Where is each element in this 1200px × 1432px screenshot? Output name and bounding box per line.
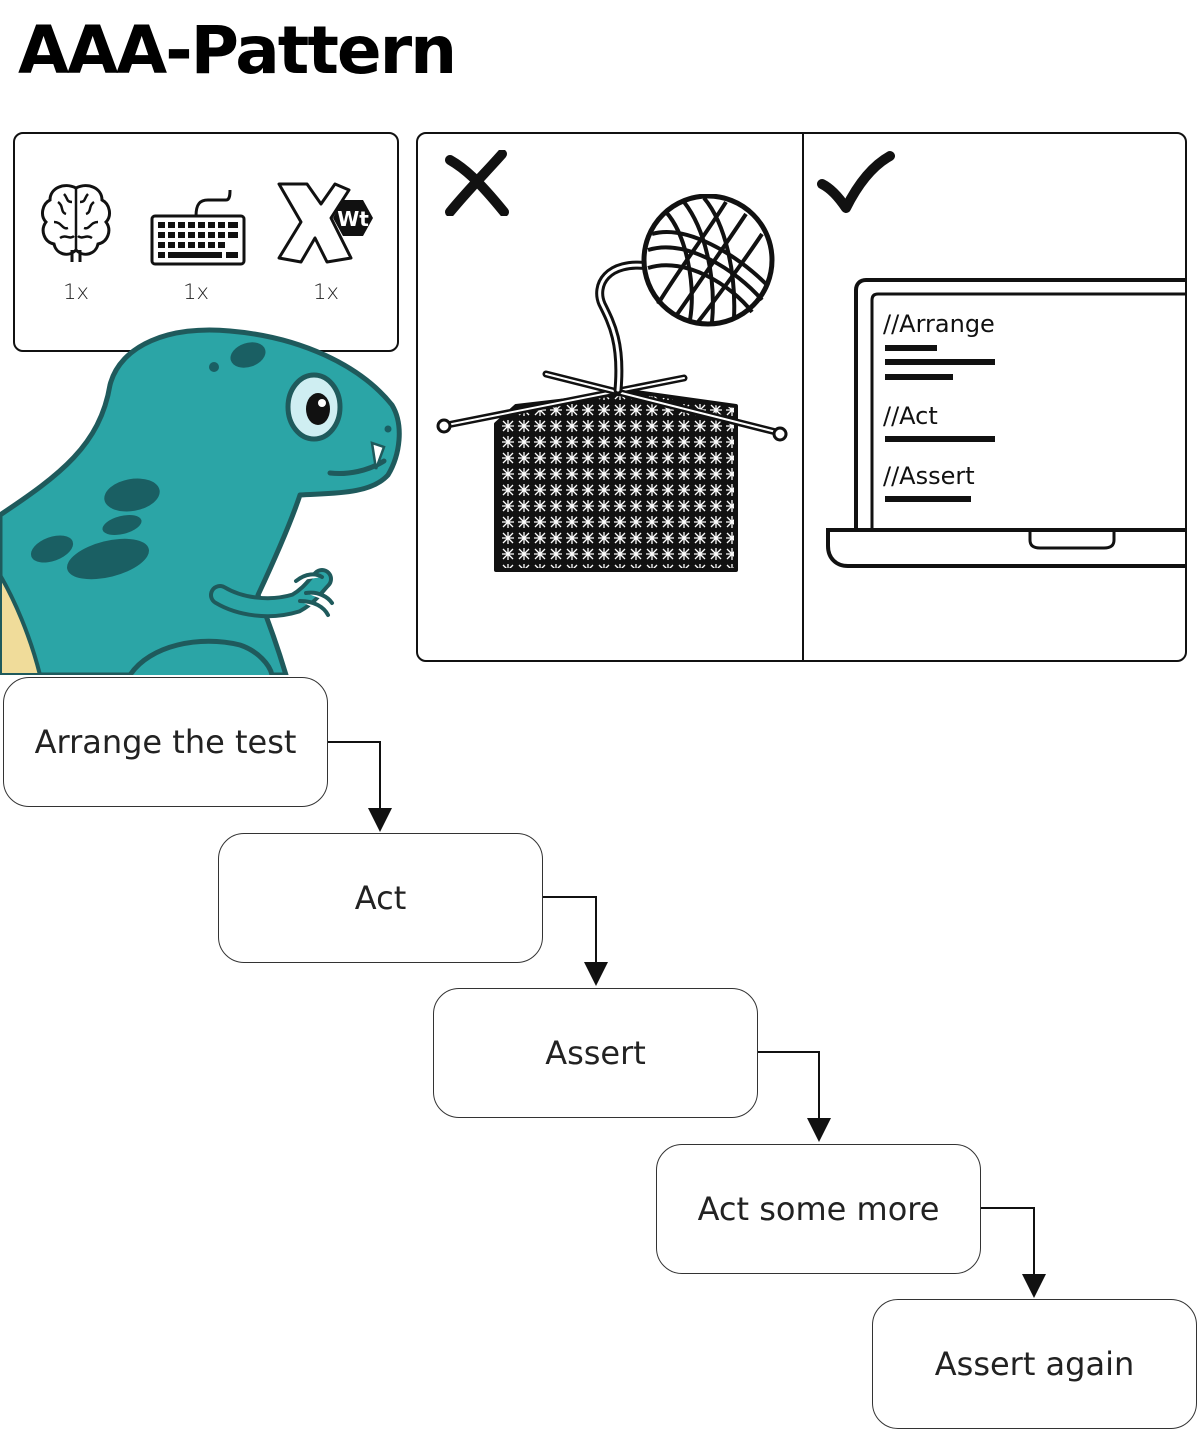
code-line <box>885 496 971 502</box>
code-comment-assert: //Assert <box>883 462 975 490</box>
flow-connector <box>543 896 597 972</box>
flow-connector <box>981 1207 1035 1284</box>
keyboard-count: 1x <box>183 280 209 304</box>
requirements-panel: Wt 1x 1x 1x <box>13 132 399 352</box>
code-line <box>885 345 937 351</box>
flow-step-act: Act <box>218 833 543 963</box>
code-comment-act: //Act <box>883 402 938 430</box>
code-line <box>885 359 995 365</box>
page-title: AAA-Pattern <box>18 12 457 89</box>
check-icon <box>817 151 895 213</box>
arrowhead <box>368 808 392 832</box>
laptop-icon <box>826 278 1187 568</box>
flow-step-act-more: Act some more <box>656 1144 981 1274</box>
flow-step-assert-again: Assert again <box>872 1299 1197 1429</box>
xwt-logo-icon: Wt <box>271 178 381 273</box>
cross-icon <box>445 150 509 216</box>
arrowhead <box>1022 1274 1046 1298</box>
xwt-count: 1x <box>313 280 339 304</box>
code-line <box>885 436 995 442</box>
flow-step-arrange: Arrange the test <box>3 677 328 807</box>
code-line <box>885 374 953 380</box>
arrowhead <box>584 962 608 986</box>
svg-text:Wt: Wt <box>337 207 369 231</box>
brain-count: 1x <box>63 280 89 304</box>
flow-connector <box>758 1051 820 1128</box>
flow-step-assert: Assert <box>433 988 758 1118</box>
flow-connector <box>328 741 381 818</box>
dinosaur-mascot-icon <box>0 327 402 675</box>
brain-icon <box>21 178 131 273</box>
keyboard-icon <box>141 178 251 273</box>
comparison-divider <box>802 134 804 660</box>
knitting-icon <box>436 194 788 572</box>
comparison-panel: //Arrange //Act //Assert <box>416 132 1187 662</box>
arrowhead <box>807 1118 831 1142</box>
code-comment-arrange: //Arrange <box>883 310 995 338</box>
